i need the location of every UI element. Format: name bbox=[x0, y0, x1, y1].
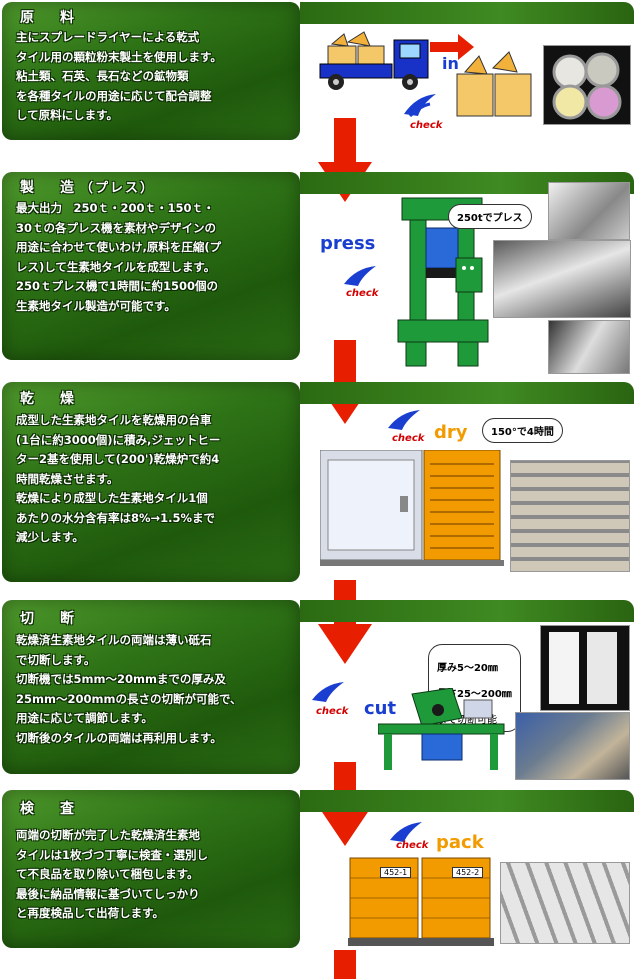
section-cut-text: 乾燥済生素地タイルの両端は薄い砥石 で切断します。 切断機では5mm〜20mmま… bbox=[16, 633, 242, 745]
press-photo-2 bbox=[493, 240, 631, 318]
press-bubble: 250tでプレス bbox=[448, 204, 532, 229]
section-inspect-band bbox=[300, 790, 634, 812]
raw-material-photo bbox=[543, 45, 631, 125]
section-press-text: 最大出力 250ｔ・200ｔ・150ｔ・ 30ｔの各プレス機を素材やデザインの … bbox=[16, 201, 222, 313]
section-cut-band bbox=[300, 600, 634, 622]
cut-photo-1 bbox=[540, 625, 630, 711]
check-label: check bbox=[410, 120, 443, 131]
check-icon bbox=[404, 94, 436, 118]
cut-bubble-line3: まで切断可能 bbox=[437, 715, 497, 726]
stage-label-press: press bbox=[320, 233, 376, 254]
dry-photo bbox=[510, 460, 630, 572]
flow-arrow-5 bbox=[334, 950, 356, 979]
section-inspect-title: 検 査 bbox=[20, 801, 80, 817]
check-icon bbox=[312, 682, 344, 702]
section-press-panel bbox=[2, 172, 300, 360]
section-press-title-sub: （プレス） bbox=[80, 181, 156, 196]
box-label-1: 452-1 bbox=[380, 867, 412, 878]
inspect-photo bbox=[500, 862, 630, 944]
cut-photo-2 bbox=[515, 712, 630, 780]
truck-illustration bbox=[319, 31, 429, 90]
cut-bubble-line2: 長さ25〜200㎜ bbox=[437, 689, 512, 700]
press-photo-3 bbox=[548, 320, 630, 374]
section-raw-material-title: 原 料 bbox=[20, 10, 80, 26]
cutting-machine-illustration bbox=[378, 688, 505, 770]
section-dry-text: 成型した生素地タイルを乾燥用の台車 (1台に約3000個)に積み,ジェットヒー … bbox=[16, 413, 221, 544]
check-icon bbox=[388, 410, 420, 430]
stage-label-cut: cut bbox=[364, 698, 397, 719]
box-label-2: 452-2 bbox=[452, 867, 484, 878]
check-label: check bbox=[396, 840, 429, 851]
check-label: check bbox=[316, 706, 349, 717]
section-cut-title: 切 断 bbox=[20, 611, 80, 627]
section-raw-material-band bbox=[300, 2, 634, 24]
stage-label-in: in bbox=[442, 54, 459, 73]
section-dry-panel bbox=[2, 382, 300, 582]
check-label: check bbox=[346, 288, 379, 299]
material-bags-illustration bbox=[456, 51, 532, 117]
section-raw-material-text: 主にスプレードライヤーによる乾式 タイル用の顆粒粉末製土を使用します。 粘土類、… bbox=[16, 30, 222, 122]
section-press-title: 製 造（プレス） bbox=[20, 180, 156, 196]
section-dry-title: 乾 燥 bbox=[20, 391, 80, 407]
dry-bubble: 150°で4時間 bbox=[482, 418, 563, 443]
section-cut-panel bbox=[2, 600, 300, 774]
cut-bubble-line1: 厚み5〜20㎜ bbox=[437, 663, 498, 674]
check-icon bbox=[344, 266, 376, 286]
stage-label-dry: dry bbox=[434, 422, 468, 443]
press-photo-1 bbox=[548, 182, 630, 240]
section-inspect-panel bbox=[2, 790, 300, 948]
section-raw-material-panel bbox=[2, 2, 300, 140]
section-dry-band bbox=[300, 382, 634, 404]
section-inspect-text: 両端の切断が完了した乾燥済生素地 タイルは1枚づつ丁寧に検査・選別し て不良品を… bbox=[16, 828, 208, 920]
right-arrow-icon bbox=[430, 34, 474, 60]
check-label: check bbox=[392, 433, 425, 444]
flow-arrow-3 bbox=[318, 580, 372, 664]
check-icon bbox=[390, 822, 422, 842]
stage-label-pack: pack bbox=[436, 832, 484, 853]
dryer-illustration bbox=[320, 450, 504, 566]
